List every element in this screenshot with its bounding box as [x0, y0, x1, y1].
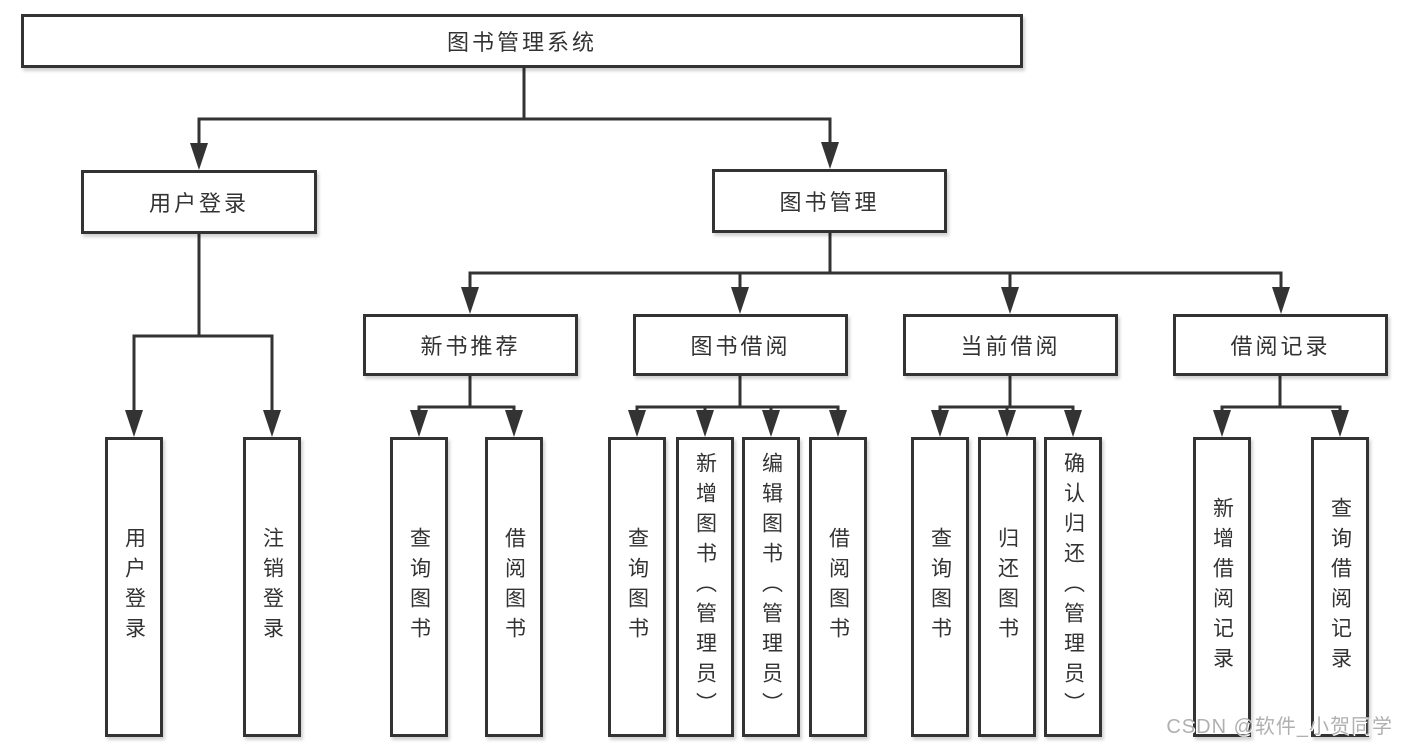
node-new-book-recommend: 新书推荐	[363, 314, 578, 376]
node-borrow-records: 借阅记录	[1173, 314, 1388, 376]
leaf-query-books-recommend: 查询图书	[390, 437, 448, 737]
leaf-label: 借阅图书	[826, 527, 850, 647]
leaf-label: 确认归还（管理员）	[1061, 452, 1085, 722]
node-user-login-module: 用户登录	[81, 170, 317, 234]
leaf-borrow-books-recommend: 借阅图书	[485, 437, 543, 737]
leaf-confirm-return-admin: 确认归还（管理员）	[1044, 437, 1102, 737]
leaf-label: 注销登录	[260, 527, 284, 647]
node-label: 图书管理	[779, 190, 880, 215]
node-label: 图书借阅	[690, 334, 791, 359]
leaf-add-borrow-record: 新增借阅记录	[1193, 437, 1251, 737]
leaf-borrow-books: 借阅图书	[809, 437, 867, 737]
leaf-label: 用户登录	[122, 527, 146, 647]
leaf-label: 查询图书	[928, 527, 952, 647]
leaf-query-books-borrow: 查询图书	[608, 437, 666, 737]
node-book-management: 图书管理	[712, 169, 947, 233]
leaf-user-login: 用户登录	[105, 437, 163, 737]
node-current-borrow: 当前借阅	[903, 314, 1118, 376]
node-label: 借阅记录	[1230, 334, 1331, 359]
leaf-label: 编辑图书（管理员）	[759, 452, 783, 722]
leaf-query-books-current: 查询图书	[911, 437, 969, 737]
node-label: 新书推荐	[420, 334, 521, 359]
leaf-query-borrow-record: 查询借阅记录	[1311, 437, 1369, 737]
node-root-label: 图书管理系统	[446, 30, 597, 55]
node-label: 当前借阅	[960, 334, 1061, 359]
leaf-label: 查询图书	[625, 527, 649, 647]
leaf-label: 借阅图书	[502, 527, 526, 647]
leaf-label: 归还图书	[995, 527, 1019, 647]
node-book-borrow: 图书借阅	[633, 314, 848, 376]
leaf-add-book-admin: 新增图书（管理员）	[676, 437, 734, 737]
leaf-label: 查询借阅记录	[1328, 497, 1352, 677]
watermark: CSDN @软件_小贺同学	[1166, 716, 1393, 738]
node-root: 图书管理系统	[21, 14, 1023, 68]
leaf-edit-book-admin: 编辑图书（管理员）	[742, 437, 800, 737]
leaf-label: 新增借阅记录	[1210, 497, 1234, 677]
leaf-label: 新增图书（管理员）	[693, 452, 717, 722]
node-label: 用户登录	[148, 191, 249, 216]
leaf-label: 查询图书	[407, 527, 431, 647]
leaf-return-books: 归还图书	[978, 437, 1036, 737]
leaf-logout: 注销登录	[243, 437, 301, 737]
